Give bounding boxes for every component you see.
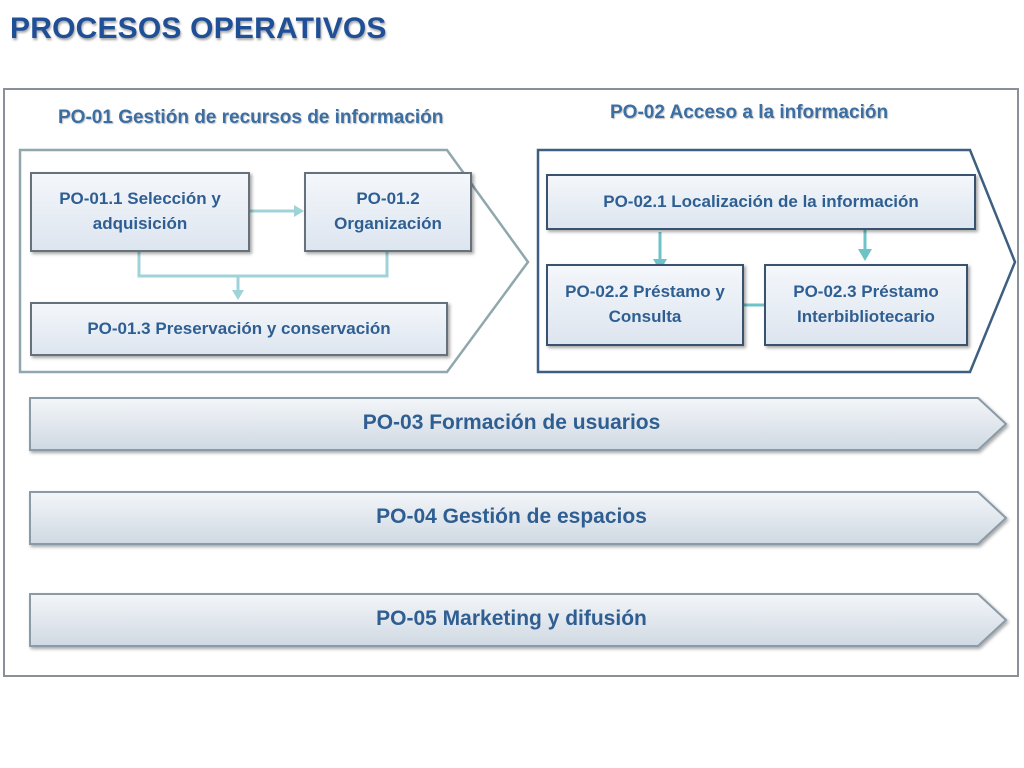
po02-2-label: PO-02.2 Préstamo y Consulta: [565, 282, 725, 326]
po02-title: PO-02 Acceso a la información: [610, 102, 889, 123]
po01-connectors: [137, 209, 389, 292]
po01-1-label: PO-01.1 Selección y adquisición: [59, 189, 221, 233]
po01-arrowhead-right: [294, 205, 304, 217]
page-title: PROCESOS OPERATIVOS: [10, 12, 387, 45]
po01-arrowhead-down: [232, 290, 244, 300]
po04-arrow-shape: [29, 491, 1008, 545]
po02-1-label: PO-02.1 Localización de la información: [603, 191, 919, 211]
po01-2-label: PO-01.2 Organización: [334, 189, 442, 233]
po02-3-label: PO-02.3 Préstamo Interbibliotecario: [793, 282, 939, 326]
po01-3-label: PO-01.3 Preservación y conservación: [87, 318, 391, 338]
po05-arrow-shape: [29, 593, 1008, 647]
po02-3-box: PO-02.3 Préstamo Interbibliotecario: [764, 264, 968, 346]
po01-3-box: PO-01.3 Preservación y conservación: [30, 302, 448, 356]
po02-arrowhead-2: [858, 249, 872, 261]
po01-title: PO-01 Gestión de recursos de información: [58, 107, 444, 128]
po04-label: PO-04 Gestión de espacios: [376, 505, 647, 528]
po01-1-box: PO-01.1 Selección y adquisición: [30, 172, 250, 252]
po03-label: PO-03 Formación de usuarios: [362, 411, 661, 434]
po01-2-box: PO-01.2 Organización: [304, 172, 472, 252]
po05-label: PO-05 Marketing y difusión: [376, 607, 647, 630]
po02-1-box: PO-02.1 Localización de la información: [546, 174, 976, 230]
po02-2-box: PO-02.2 Préstamo y Consulta: [546, 264, 744, 346]
po03-arrow-shape: [29, 397, 1008, 451]
